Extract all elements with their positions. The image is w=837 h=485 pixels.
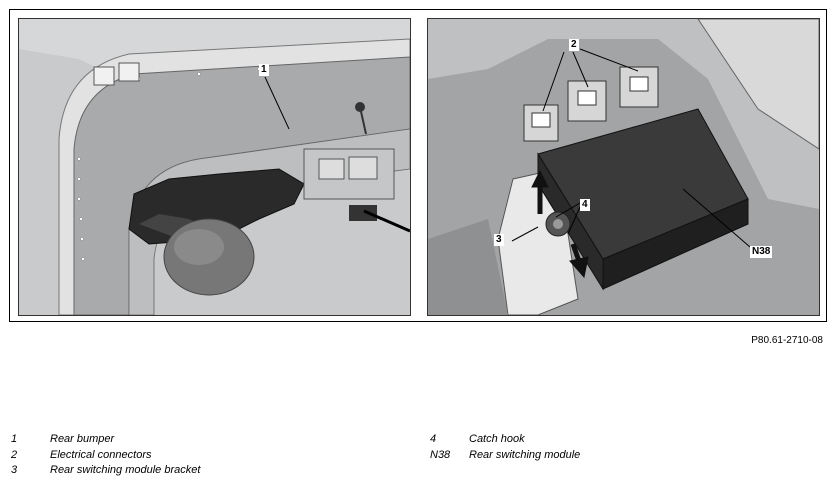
legend-item: N38 Rear switching module — [430, 448, 580, 464]
legend-item: 1 Rear bumper — [11, 432, 200, 448]
switching-module-detail-panel: 2 3 4 N38 — [427, 18, 820, 316]
legend-key: 4 — [430, 433, 437, 445]
figure-reference-code: P80.61-2710-08 — [751, 335, 823, 346]
legend-right: 4 Catch hook N38 Rear switching module — [430, 432, 580, 463]
legend-desc: Catch hook — [469, 433, 525, 445]
legend-desc: Rear bumper — [50, 433, 115, 445]
legend-key: 2 — [11, 448, 18, 461]
callout-4: 4 — [580, 199, 590, 211]
legend-desc: Rear switching module — [469, 448, 581, 461]
callout-1: 1 — [259, 64, 269, 76]
bumper-overview-illustration — [19, 19, 410, 315]
bumper-overview-panel: 1 — [18, 18, 411, 316]
figure-frame: 1 — [9, 9, 827, 322]
callout-3: 3 — [494, 234, 504, 246]
callout-2: 2 — [569, 39, 579, 51]
legend-item: 2 Electrical connectors — [11, 448, 200, 464]
legend-key: 3 — [11, 464, 18, 476]
legend-key: 1 — [11, 433, 18, 445]
legend-key: N38 — [430, 448, 451, 461]
legend-left: 1 Rear bumper 2 Electrical connectors 3 Rea… — [11, 432, 200, 479]
legend-item: 4 Catch hook — [430, 432, 580, 448]
callout-n38: N38 — [750, 246, 773, 258]
legend-item: 3 Rear switching module bracket — [11, 463, 200, 479]
switching-module-detail-illustration — [428, 19, 819, 315]
legend-desc: Electrical connectors — [50, 448, 152, 461]
legend-desc: Rear switching module bracket — [50, 464, 201, 476]
